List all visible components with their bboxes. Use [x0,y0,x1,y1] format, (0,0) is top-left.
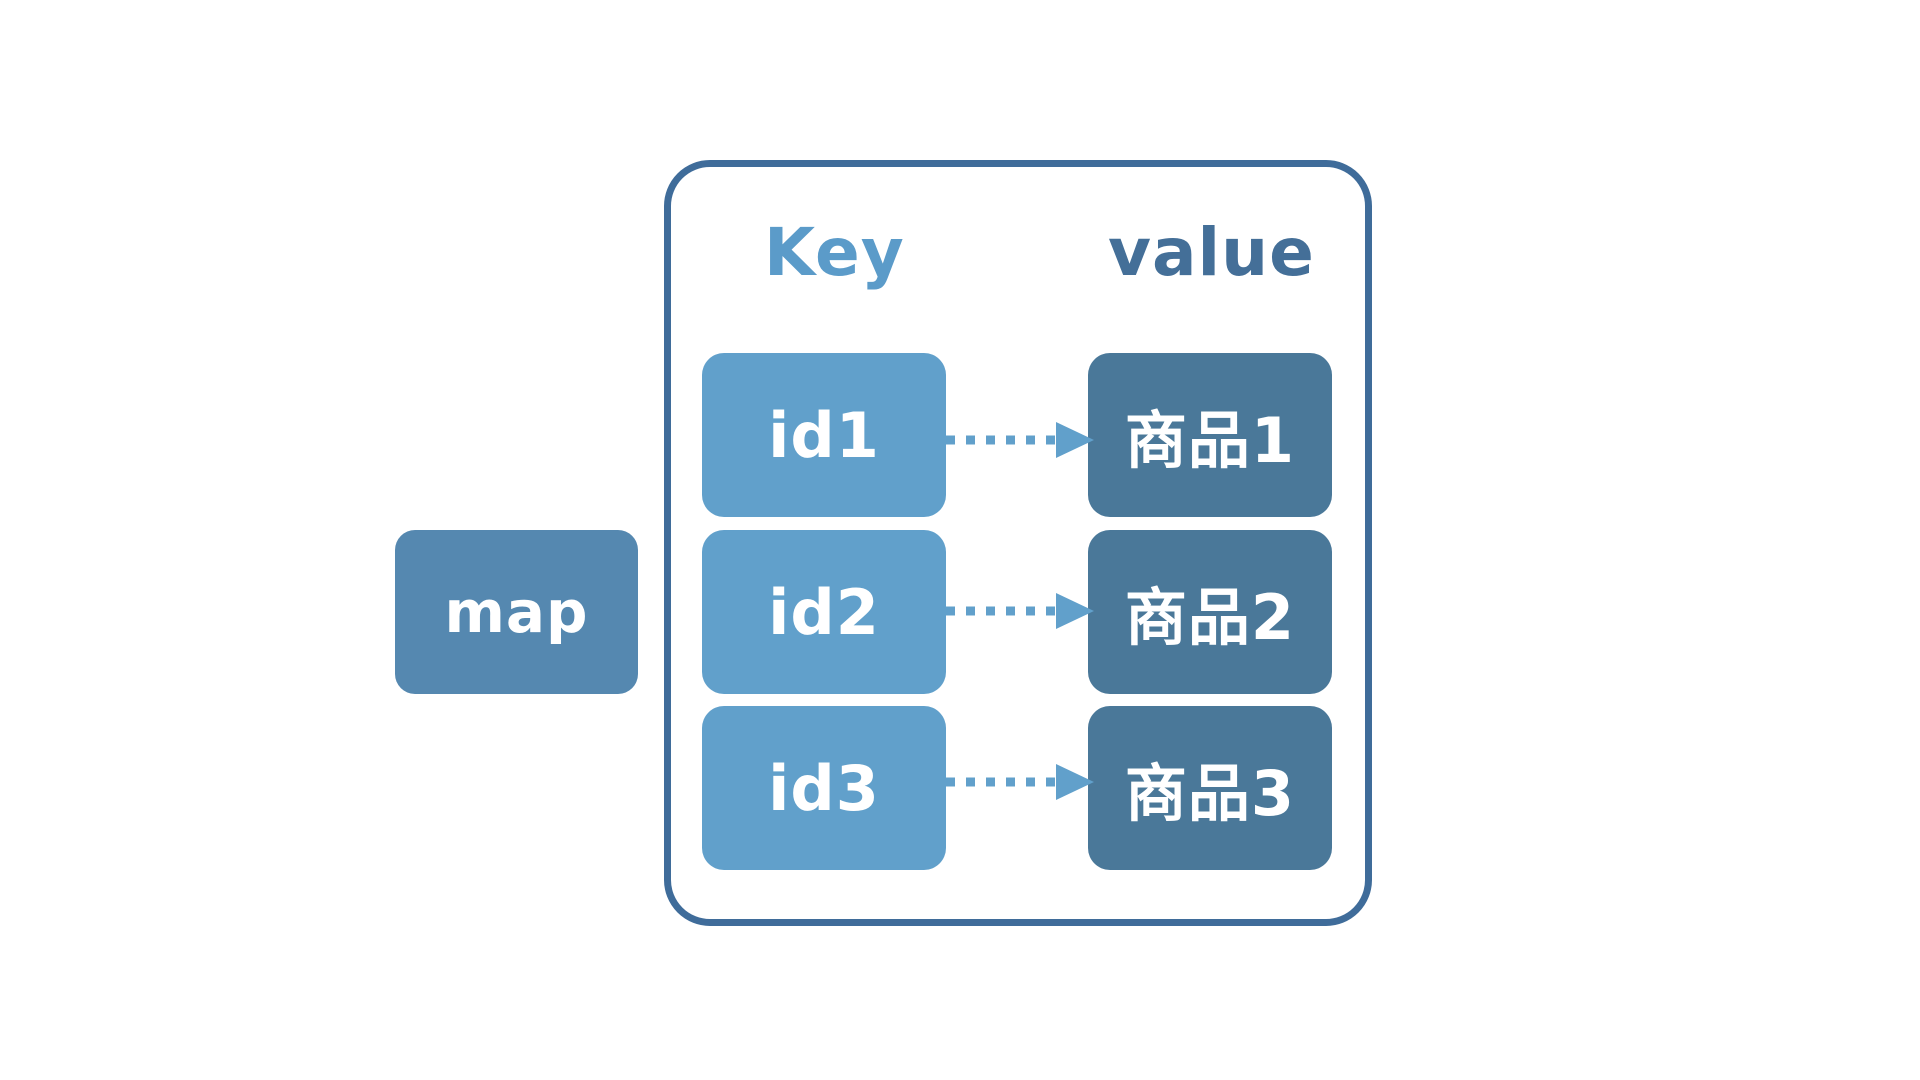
value-label-1: 商品1 [1124,404,1296,477]
key-label-3: id3 [768,751,880,825]
key-box-3: id3 [702,706,946,870]
value-box-1: 商品1 [1088,353,1332,517]
arrow-head-3 [1056,764,1094,800]
key-label-2: id2 [768,575,880,649]
key-label-1: id1 [768,398,880,472]
value-label-3: 商品3 [1124,757,1296,830]
map-node: map [395,530,638,694]
arrow-1 [946,422,1094,458]
arrow-head-1 [1056,422,1094,458]
value-box-3: 商品3 [1088,706,1332,870]
key-box-1: id1 [702,353,946,517]
arrow-2 [946,593,1094,629]
key-box-2: id2 [702,530,946,694]
value-label-2: 商品2 [1124,581,1296,654]
key-column-header: Key [764,214,905,291]
value-box-2: 商品2 [1088,530,1332,694]
arrow-head-2 [1056,593,1094,629]
value-column-header: value [1108,214,1315,291]
arrow-3 [946,764,1094,800]
map-label: map [444,578,589,646]
